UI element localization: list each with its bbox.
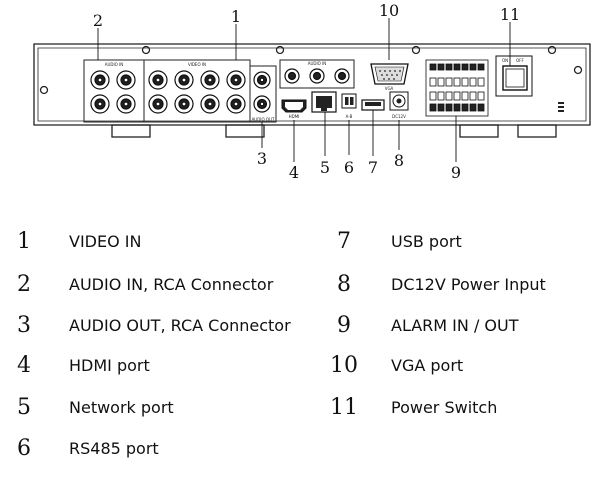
connector-video-in-1 [148, 70, 168, 90]
connector-audio-in-2 [116, 70, 136, 90]
callout-2: 2 [93, 11, 103, 30]
vga-port: VGA [370, 63, 409, 91]
callout-1: 1 [231, 7, 241, 26]
rs485-label: A-B [346, 114, 353, 119]
switch-on-label: ON [502, 58, 508, 63]
power-label: DC12V [392, 114, 406, 119]
legend-number: 3 [17, 312, 31, 338]
legend-number: 4 [17, 352, 31, 378]
legend-number: 9 [337, 312, 351, 338]
legend-label: ALARM IN / OUT [391, 315, 519, 335]
legend-number: 1 [17, 228, 31, 254]
rear-panel-diagram: AUDIO IN VIDEO IN AUDIO OUT AUDIO IN [33, 1, 591, 182]
legend-number: 6 [17, 435, 31, 461]
callout-4: 4 [289, 163, 299, 182]
audio-in-right-label: AUDIO IN [308, 61, 327, 66]
callout-numbers: 1 2 3 4 5 6 7 8 9 10 11 [93, 1, 520, 182]
bnc-connectors [90, 68, 350, 114]
rs485-port: A-B [341, 93, 357, 119]
audio-out-label: AUDIO OUT [252, 117, 275, 122]
connector-video-in-8 [226, 94, 246, 114]
usb-port [361, 99, 385, 111]
network-port [311, 91, 337, 113]
connector-audio-in-rca-3 [334, 68, 350, 84]
legend-label: HDMI port [69, 355, 150, 375]
legend: 1 VIDEO IN 2 AUDIO IN, RCA Connector 3 A… [0, 215, 603, 485]
hdmi-port: HDMI [281, 99, 307, 119]
legend-item-video-in: 1 VIDEO IN [0, 227, 300, 255]
legend-item-audio-in: 2 AUDIO IN, RCA Connector [0, 270, 300, 298]
legend-label: VGA port [391, 355, 464, 375]
legend-number: 11 [330, 394, 358, 420]
callout-8: 8 [394, 151, 404, 170]
legend-number: 10 [330, 352, 358, 378]
legend-label: DC12V Power Input [391, 274, 546, 294]
connector-audio-out-2 [253, 95, 271, 113]
switch-off-label: OFF [516, 58, 524, 63]
connector-video-in-4 [226, 70, 246, 90]
legend-label: RS485 port [69, 438, 159, 458]
callout-3: 3 [257, 149, 267, 168]
video-in-label: VIDEO IN [188, 62, 206, 67]
legend-item-usb: 7 USB port [0, 227, 600, 255]
legend-label: VIDEO IN [69, 231, 142, 251]
legend-number: 8 [337, 271, 351, 297]
connector-video-in-3 [200, 70, 220, 90]
connector-video-in-2 [174, 70, 194, 90]
connector-audio-out-1 [253, 71, 271, 89]
connector-audio-in-rca-1 [284, 68, 300, 84]
legend-label: USB port [391, 231, 462, 251]
connector-video-in-7 [200, 94, 220, 114]
legend-label: Network port [69, 397, 174, 417]
legend-label: Power Switch [391, 397, 498, 417]
legend-number: 2 [17, 271, 31, 297]
callout-10: 10 [379, 1, 399, 20]
legend-item-audio-out: 3 AUDIO OUT, RCA Connector [0, 311, 300, 339]
legend-item-rs485: 6 RS485 port [0, 434, 300, 462]
callout-6: 6 [344, 158, 354, 177]
audio-in-right-group: AUDIO IN [279, 59, 355, 89]
legend-item-alarm: 9 ALARM IN / OUT [0, 311, 600, 339]
connector-audio-in-rca-2 [309, 68, 325, 84]
legend-item-power-switch: 11 Power Switch [0, 393, 600, 421]
legend-item-network: 5 Network port [0, 393, 300, 421]
callout-11: 11 [500, 5, 520, 24]
connector-video-in-5 [148, 94, 168, 114]
vent-marks [558, 102, 564, 112]
callout-5: 5 [320, 158, 330, 177]
legend-number: 5 [17, 394, 31, 420]
hdmi-label: HDMI [289, 114, 300, 119]
legend-item-vga: 10 VGA port [0, 351, 600, 379]
leader-lines [97, 18, 511, 162]
connector-audio-in-3 [90, 94, 110, 114]
power-switch: ON OFF [495, 55, 533, 97]
legend-item-hdmi: 4 HDMI port [0, 351, 300, 379]
audio-out-group: AUDIO OUT [249, 65, 277, 123]
legend-number: 7 [337, 228, 351, 254]
callout-7: 7 [368, 158, 378, 177]
legend-label: AUDIO OUT, RCA Connector [69, 315, 291, 335]
legend-label: AUDIO IN, RCA Connector [69, 274, 274, 294]
audio-in-left-label: AUDIO IN [105, 62, 124, 67]
legend-item-dc-power: 8 DC12V Power Input [0, 270, 600, 298]
connector-audio-in-4 [116, 94, 136, 114]
vga-label: VGA [385, 86, 394, 91]
dc-power-input: DC12V [389, 91, 409, 119]
alarm-terminal-block [425, 59, 489, 117]
connector-audio-in-1 [90, 70, 110, 90]
connector-video-in-6 [174, 94, 194, 114]
callout-9: 9 [451, 163, 461, 182]
